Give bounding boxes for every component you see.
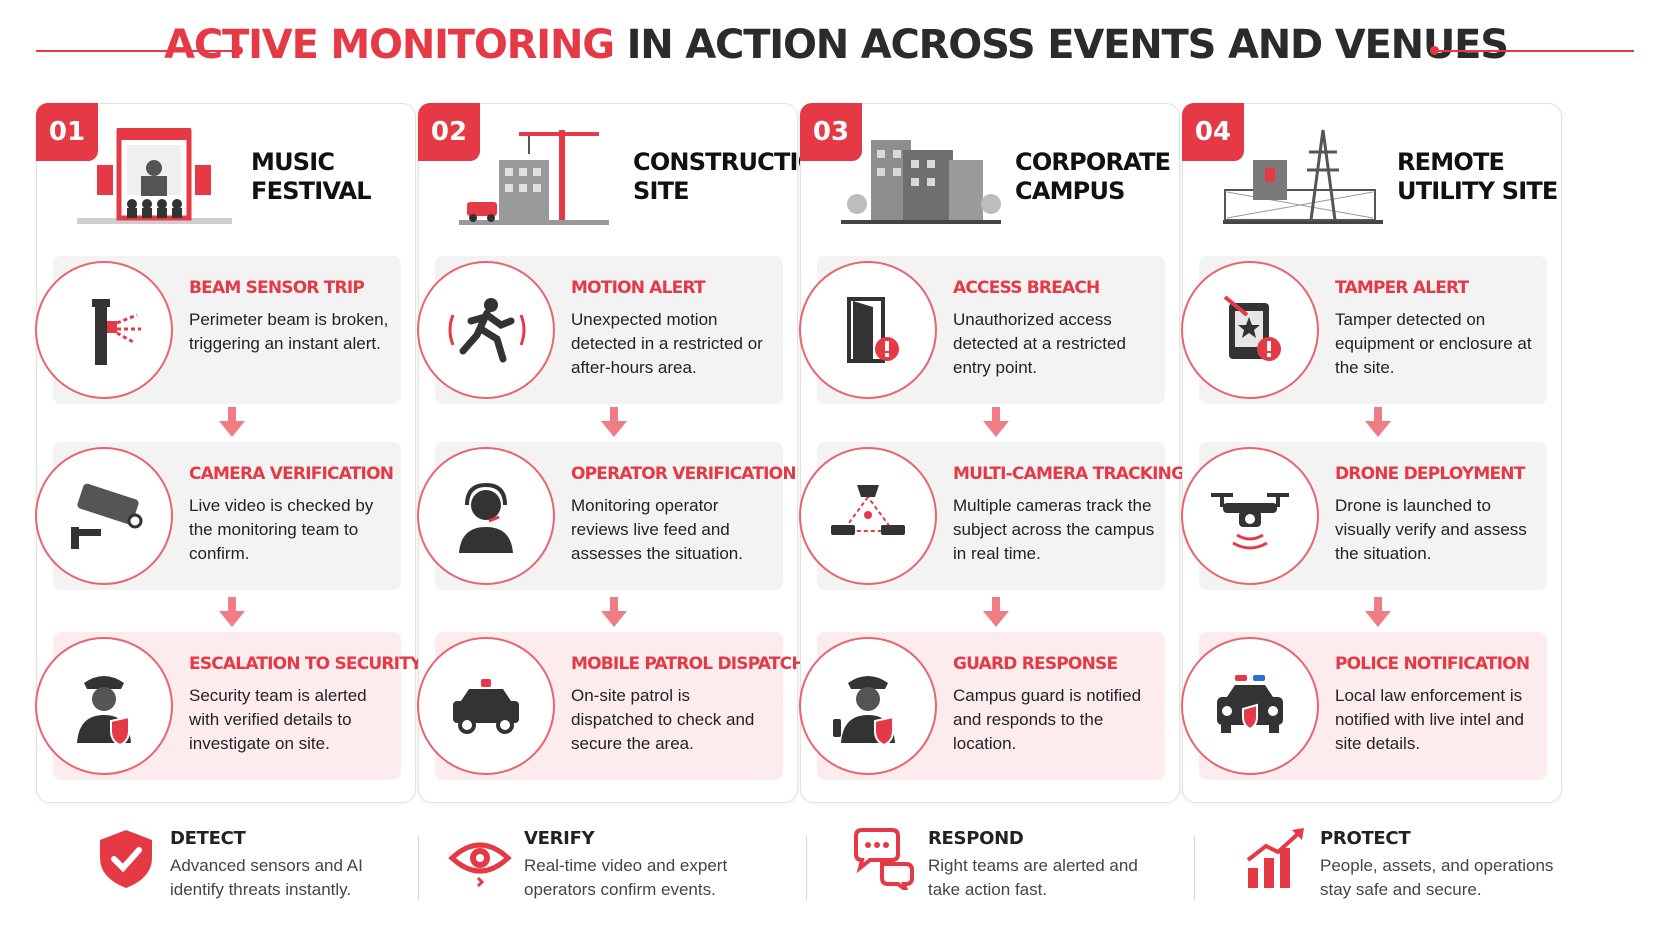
arrow-down-icon — [1365, 407, 1391, 437]
eye-icon — [448, 842, 512, 888]
step-description: Tamper detected on equipment or enclosur… — [1335, 310, 1532, 377]
step-title: MOTION ALERT — [571, 278, 706, 298]
column-title: REMOTE UTILITY SITE — [1397, 148, 1558, 205]
power-tower-icon — [1223, 129, 1383, 224]
operator-headset-icon — [417, 447, 555, 585]
column-title: MUSIC FESTIVAL — [251, 148, 372, 205]
step-description: Monitoring operator reviews live feed an… — [571, 496, 743, 563]
step-title: ESCALATION TO SECURITY — [189, 654, 422, 674]
step-access-breach: ACCESS BREACH Unauthorized access detect… — [799, 256, 1165, 404]
title-rest: IN ACTION ACROSS EVENTS AND VENUES — [613, 22, 1509, 68]
crane-icon — [459, 130, 609, 225]
column-card-remote-utility-site: 04 REMOTE UTILITY SITE TAMPER ALERT Tamp… — [1181, 103, 1562, 803]
step-description: Security team is alerted with verified d… — [189, 686, 367, 753]
footer-title: DETECT — [170, 828, 246, 849]
step-title: ACCESS BREACH — [953, 278, 1100, 298]
step-tamper-alert: TAMPER ALERT Tamper detected on equipmen… — [1181, 256, 1547, 404]
footer-description: People, assets, and operations stay safe… — [1320, 856, 1554, 899]
arrow-down-icon — [601, 407, 627, 437]
page-title: ACTIVE MONITORING IN ACTION ACROSS EVENT… — [0, 22, 1672, 68]
footer-title: VERIFY — [524, 828, 595, 849]
step-motion-alert: MOTION ALERT Unexpected motion detected … — [417, 256, 783, 404]
step-police-notification: POLICE NOTIFICATION Local law enforcemen… — [1181, 632, 1547, 780]
column-number: 04 — [1182, 103, 1244, 161]
guard-radio-icon — [799, 637, 937, 775]
footer-title: RESPOND — [928, 828, 1024, 849]
step-title: POLICE NOTIFICATION — [1335, 654, 1530, 674]
column-card-corporate-campus: 03 CORPORATE CAMPUS ACCESS BREACH Unauth… — [799, 103, 1185, 803]
step-title: DRONE DEPLOYMENT — [1335, 464, 1525, 484]
footer-divider — [1194, 836, 1195, 900]
arrow-down-icon — [1365, 597, 1391, 627]
column-title: CONSTRUCTION SITE — [633, 148, 837, 205]
arrow-down-icon — [219, 407, 245, 437]
header: ACTIVE MONITORING IN ACTION ACROSS EVENT… — [0, 20, 1672, 80]
step-guard-response: GUARD RESPONSE Campus guard is notified … — [799, 632, 1165, 780]
patrol-car-icon — [417, 637, 555, 775]
step-camera-verification: CAMERA VERIFICATION Live video is checke… — [35, 442, 401, 590]
step-title: MULTI-CAMERA TRACKING — [953, 464, 1185, 484]
column-number: 02 — [418, 103, 480, 161]
step-drone-deployment: DRONE DEPLOYMENT Drone is launched to vi… — [1181, 442, 1547, 590]
column-number: 01 — [36, 103, 98, 161]
header-line-right — [1434, 50, 1634, 52]
step-description: Campus guard is notified and responds to… — [953, 686, 1142, 753]
footer-title: PROTECT — [1320, 828, 1411, 849]
step-description: Local law enforcement is notified with l… — [1335, 686, 1525, 753]
step-beam-sensor-trip: BEAM SENSOR TRIP Perimeter beam is broke… — [35, 256, 401, 404]
step-description: Perimeter beam is broken, triggering an … — [189, 310, 389, 353]
drone-icon — [1181, 447, 1319, 585]
footer-description: Right teams are alerted and take action … — [928, 856, 1138, 899]
column-number: 03 — [800, 103, 862, 161]
running-person-icon — [417, 261, 555, 399]
column-title: CORPORATE CAMPUS — [1015, 148, 1171, 205]
step-description: Drone is launched to visually verify and… — [1335, 496, 1527, 563]
beam-sensor-icon — [35, 261, 173, 399]
growth-chart-icon — [1246, 828, 1304, 888]
footer-description: Advanced sensors and AI identify threats… — [170, 856, 363, 899]
arrow-down-icon — [983, 597, 1009, 627]
step-title: GUARD RESPONSE — [953, 654, 1118, 674]
step-title: BEAM SENSOR TRIP — [189, 278, 365, 298]
chat-bubbles-icon — [854, 828, 914, 890]
footer-divider — [806, 836, 807, 900]
stage-icon — [77, 128, 232, 224]
step-title: TAMPER ALERT — [1335, 278, 1469, 298]
shield-check-icon — [100, 830, 152, 888]
header-line-left — [36, 50, 236, 52]
footer-description: Real-time video and expert operators con… — [524, 856, 728, 899]
step-mobile-patrol-dispatch: MOBILE PATROL DISPATCH On-site patrol is… — [417, 632, 806, 780]
multi-camera-icon — [799, 447, 937, 585]
arrow-down-icon — [983, 407, 1009, 437]
step-multi-camera-tracking: MULTI-CAMERA TRACKING Multiple cameras t… — [799, 442, 1185, 590]
arrow-down-icon — [219, 597, 245, 627]
step-description: Live video is checked by the monitoring … — [189, 496, 374, 563]
step-description: Unexpected motion detected in a restrict… — [571, 310, 763, 377]
column-card-music-festival: 01 MUSIC FESTIVAL BEAM SENSOR TRIP Perim… — [35, 103, 422, 803]
tamper-box-icon — [1181, 261, 1319, 399]
step-description: Multiple cameras track the subject acros… — [953, 496, 1155, 563]
arrow-down-icon — [601, 597, 627, 627]
step-description: On-site patrol is dispatched to check an… — [571, 686, 755, 753]
police-car-icon — [1181, 637, 1319, 775]
column-card-construction-site: 02 CONSTRUCTION SITE MOTION ALERT Unexpe… — [417, 103, 837, 803]
step-title: CAMERA VERIFICATION — [189, 464, 394, 484]
cctv-camera-icon — [35, 447, 173, 585]
footer-divider — [418, 836, 419, 900]
office-building-icon — [841, 140, 1001, 224]
step-title: MOBILE PATROL DISPATCH — [571, 654, 806, 674]
step-escalation-to-security: ESCALATION TO SECURITY Security team is … — [35, 632, 422, 780]
step-description: Unauthorized access detected at a restri… — [953, 310, 1126, 377]
step-operator-verification: OPERATOR VERIFICATION Monitoring operato… — [417, 442, 797, 590]
door-alert-icon — [799, 261, 937, 399]
header-dot-left — [234, 46, 243, 55]
step-title: OPERATOR VERIFICATION — [571, 464, 797, 484]
security-guard-icon — [35, 637, 173, 775]
title-highlight: ACTIVE MONITORING — [164, 22, 615, 68]
